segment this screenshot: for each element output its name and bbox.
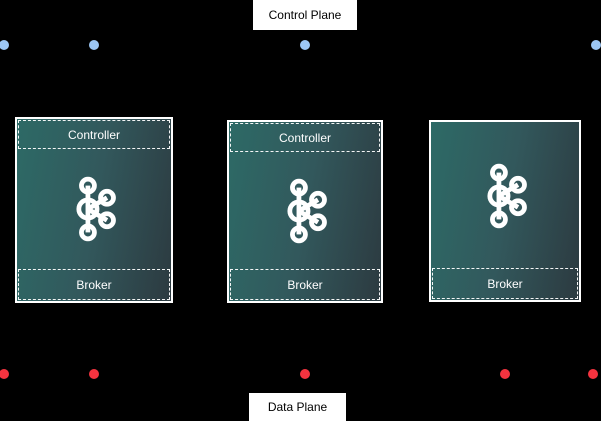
data-endpoint-dot xyxy=(0,369,9,379)
kafka-node-3[interactable]: Broker xyxy=(429,120,581,302)
broker-anchor-dot xyxy=(502,298,509,305)
controller-section: Controller xyxy=(18,120,170,149)
data-endpoint-dot xyxy=(588,369,598,379)
controller-label: Controller xyxy=(278,130,332,145)
control-endpoint-dot xyxy=(0,40,9,50)
controller-anchor-dot xyxy=(91,114,98,121)
broker-anchor-dot xyxy=(91,299,98,306)
broker-anchor-dot xyxy=(302,299,309,306)
control-plane-label[interactable]: Control Plane xyxy=(253,0,357,30)
data-plane-label-text: Data Plane xyxy=(267,400,328,414)
broker-label: Broker xyxy=(287,277,323,292)
kafka-icon xyxy=(487,163,527,228)
data-endpoint-dot xyxy=(89,369,99,379)
control-plane-label-text: Control Plane xyxy=(268,8,342,22)
broker-section: Broker xyxy=(432,268,578,299)
kafka-icon xyxy=(287,178,327,243)
node-body xyxy=(432,123,578,268)
controller-section: Controller xyxy=(230,123,380,152)
broker-section: Broker xyxy=(18,269,170,300)
node-body xyxy=(18,149,170,269)
node-body xyxy=(230,152,380,269)
controller-anchor-dot xyxy=(302,117,309,124)
broker-label: Broker xyxy=(76,277,112,292)
broker-section: Broker xyxy=(230,269,380,300)
data-plane-label[interactable]: Data Plane xyxy=(249,393,346,421)
control-endpoint-dot xyxy=(89,40,99,50)
data-endpoint-dot xyxy=(500,369,510,379)
kafka-icon xyxy=(76,176,116,242)
kafka-node-1[interactable]: Controller Broker xyxy=(15,117,173,303)
kafka-node-2[interactable]: Controller Broker xyxy=(227,120,383,303)
data-endpoint-dot xyxy=(300,369,310,379)
control-endpoint-dot xyxy=(300,40,310,50)
broker-label: Broker xyxy=(487,276,523,291)
control-endpoint-dot xyxy=(591,40,601,50)
controller-label: Controller xyxy=(67,127,121,142)
